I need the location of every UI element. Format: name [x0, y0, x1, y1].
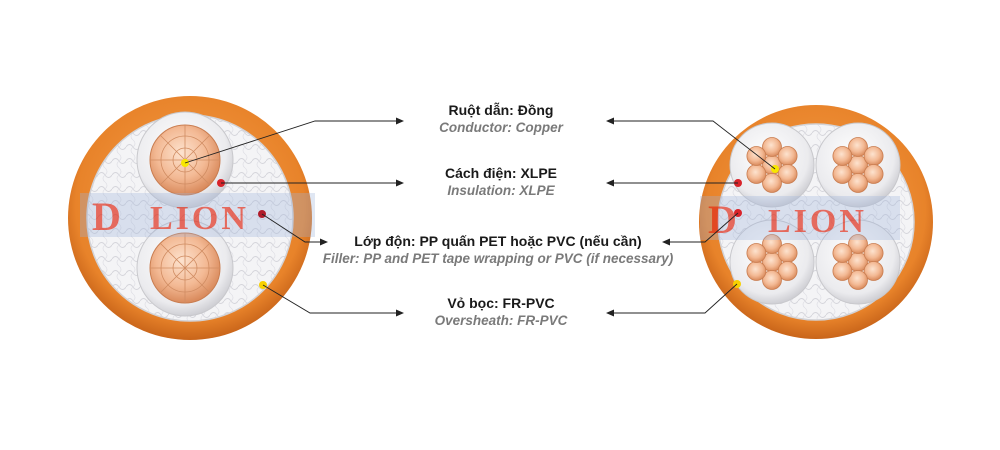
watermark-left: D LION	[80, 193, 315, 239]
label-filler: Lớp độn: PP quấn PET hoặc PVC (nếu cần) …	[323, 232, 674, 268]
label-insulation-en: Insulation: XLPE	[447, 183, 555, 198]
label-filler-en: Filler: PP and PET tape wrapping or PVC …	[322, 251, 674, 266]
label-oversheath-en: Oversheath: FR-PVC	[434, 313, 568, 328]
cable-left: D LION	[68, 96, 315, 340]
core-left-bottom	[136, 219, 234, 317]
leader-filler-left	[261, 213, 322, 243]
label-insulation-vi: Cách điện: XLPE	[444, 165, 558, 181]
leader-arrowheads	[320, 117, 670, 317]
watermark-logo-left: D	[92, 194, 121, 239]
cores-right	[729, 122, 901, 305]
label-conductor: Ruột dẫn: Đồng Conductor: Copper	[439, 101, 563, 137]
leader-filler-right	[668, 212, 739, 243]
label-insulation: Cách điện: XLPE Insulation: XLPE	[445, 164, 557, 200]
watermark-text-left: LION	[150, 200, 249, 237]
core-right-top-left	[729, 122, 815, 208]
leader-conductor-right	[612, 120, 776, 170]
label-filler-vi: Lớp độn: PP quấn PET hoặc PVC (nếu cần)	[354, 233, 642, 249]
core-right-bottom-right	[815, 219, 901, 305]
watermark-text-right: LION	[768, 203, 867, 240]
leader-sheath-left	[262, 284, 398, 314]
watermark-right: D LION	[700, 196, 900, 242]
label-oversheath-vi: Vỏ bọc: FR-PVC	[447, 295, 555, 311]
watermark-logo-right: D	[708, 197, 737, 242]
label-conductor-vi: Ruột dẫn: Đồng	[448, 102, 554, 118]
leader-sheath-right	[612, 283, 738, 314]
label-oversheath: Vỏ bọc: FR-PVC Oversheath: FR-PVC	[435, 294, 568, 330]
leader-conductor-left	[184, 120, 398, 164]
leader-lines	[184, 120, 776, 314]
cable-right: D LION	[699, 105, 933, 339]
core-right-bottom-left	[729, 219, 815, 305]
label-conductor-en: Conductor: Copper	[439, 120, 563, 135]
core-right-top-right	[815, 122, 901, 208]
